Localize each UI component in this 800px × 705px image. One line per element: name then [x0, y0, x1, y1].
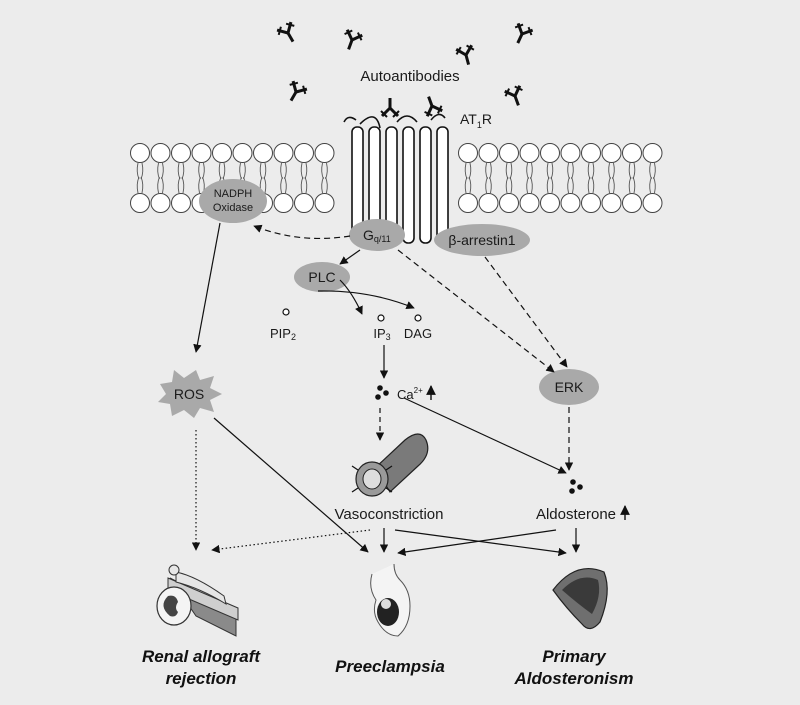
- lipid-head: [232, 143, 253, 163]
- lipid-head: [601, 193, 622, 213]
- lipid-head: [273, 143, 294, 163]
- lipid-head: [130, 193, 150, 213]
- barrestin-label: β-arrestin1: [448, 232, 515, 248]
- lipid-head: [642, 143, 663, 163]
- pregnancy-icon: [370, 563, 411, 637]
- outcome-renal-line2: rejection: [166, 669, 237, 688]
- receptor-label: AT1R: [460, 111, 492, 130]
- aldosterone-label: Aldosterone: [536, 506, 616, 523]
- lipid-head: [171, 193, 191, 213]
- outcome-primary-line1: Primary: [542, 647, 607, 666]
- lipid-head: [622, 193, 642, 213]
- hospital-bed-icon: [156, 564, 239, 637]
- lipid-head: [150, 143, 171, 163]
- lipid-head: [458, 143, 478, 163]
- lipid-head: [478, 193, 499, 213]
- lipid-head: [294, 193, 314, 213]
- ros-label: ROS: [174, 386, 204, 402]
- lipid-head: [478, 143, 499, 163]
- pip2-label: PIP2: [270, 326, 296, 342]
- lipid-head: [191, 143, 212, 163]
- nadph-label-1: NADPH: [214, 188, 253, 200]
- lipid-head: [642, 193, 663, 213]
- lipid-head: [253, 143, 273, 163]
- lipid-head: [130, 143, 150, 163]
- lipid-head: [314, 193, 335, 213]
- vasoconstriction-label: Vasoconstriction: [335, 506, 444, 523]
- adrenal-gland-icon: [552, 568, 608, 630]
- lipid-head: [499, 143, 519, 163]
- lipid-head: [581, 193, 601, 213]
- outcome-primary-line2: Aldosteronism: [513, 669, 633, 688]
- lipid-head: [171, 143, 191, 163]
- lipid-head: [458, 193, 478, 213]
- plc-node: [294, 262, 350, 292]
- receptor-icon: [343, 113, 458, 245]
- gq-label: Gq/11: [363, 227, 391, 244]
- lipid-head: [601, 143, 622, 163]
- nadph-label-2: Oxidase: [213, 202, 253, 214]
- lipid-head: [560, 143, 581, 163]
- blood-vessel-icon: [351, 433, 429, 497]
- pathway-arrows: [191, 222, 581, 557]
- lipid-head: [294, 143, 314, 163]
- outcome-preeclampsia: Preeclampsia: [335, 657, 445, 676]
- erk-node: [539, 369, 599, 405]
- lipid-head: [150, 193, 171, 213]
- plc-label: PLC: [308, 269, 335, 285]
- dag-label: DAG: [404, 326, 432, 341]
- lipid-head: [519, 193, 540, 213]
- outcome-renal-line1: Renal allograft: [142, 647, 261, 666]
- lipid-head: [212, 143, 232, 163]
- lipid-head: [519, 143, 540, 163]
- calcium-label: Ca2+: [397, 386, 423, 402]
- lipid-head: [560, 193, 581, 213]
- lipid-head: [540, 143, 560, 163]
- lipid-head: [273, 193, 294, 213]
- lipid-head: [622, 143, 642, 163]
- ip3-label: IP3: [373, 326, 390, 342]
- autoantibodies-label: Autoantibodies: [360, 68, 459, 85]
- lipid-head: [499, 193, 519, 213]
- lipid-head: [314, 143, 335, 163]
- membrane-bilayer: [130, 143, 663, 213]
- lipid-head: [540, 193, 560, 213]
- lipid-head: [581, 143, 601, 163]
- erk-label: ERK: [555, 379, 584, 395]
- barrestin-node: [434, 224, 530, 256]
- nadph-oxidase-node: [199, 179, 267, 223]
- gq-node: [349, 219, 405, 251]
- ros-node: [158, 370, 222, 418]
